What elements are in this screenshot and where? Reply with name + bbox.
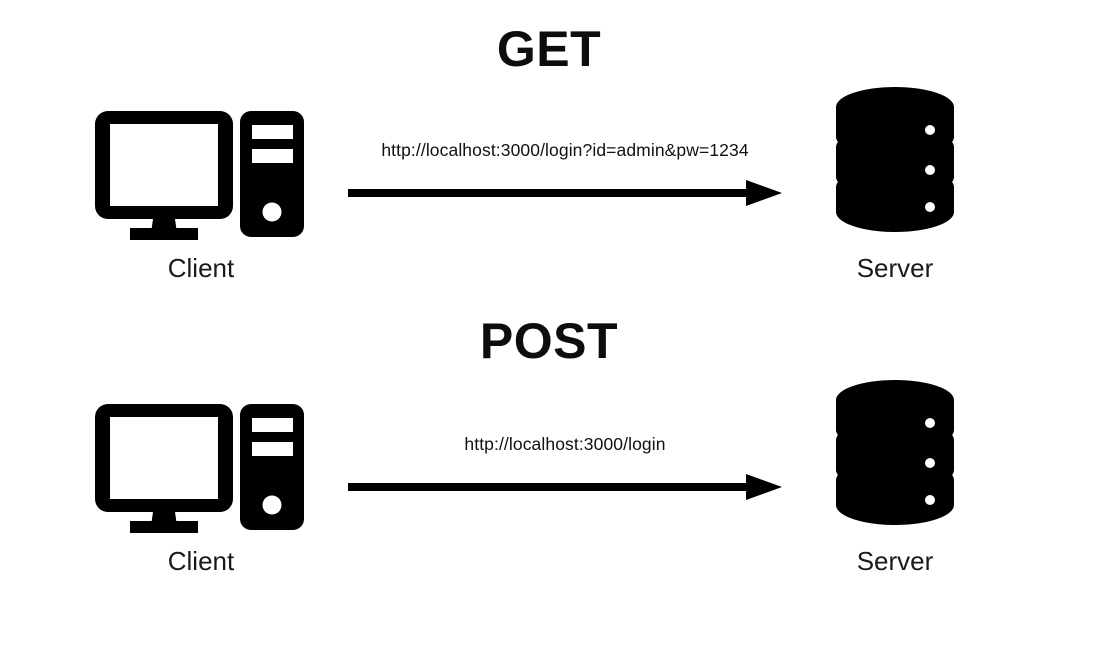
request-flow-post: http://localhost:3000/login [330, 434, 800, 504]
section-title-post: POST [479, 313, 619, 369]
server-node-get: Server [820, 85, 970, 290]
desktop-computer-icon [95, 404, 304, 533]
client-label-post: Client [167, 546, 235, 576]
database-server-icon [836, 87, 954, 232]
database-server-icon [836, 380, 954, 525]
request-url-post: http://localhost:3000/login [464, 434, 666, 454]
client-label-get: Client [167, 253, 235, 283]
server-label-get: Server [856, 253, 934, 283]
arrow-right-icon [348, 180, 782, 206]
client-node-post: Client [85, 398, 317, 583]
desktop-computer-icon [95, 111, 304, 240]
server-node-post: Server [820, 378, 970, 583]
request-url-get: http://localhost:3000/login?id=admin&pw=… [381, 140, 749, 160]
request-flow-get: http://localhost:3000/login?id=admin&pw=… [330, 140, 800, 210]
client-node-get: Client [85, 105, 317, 290]
section-title-get: GET [496, 21, 602, 77]
arrow-right-icon [348, 474, 782, 500]
server-label-post: Server [856, 546, 934, 576]
